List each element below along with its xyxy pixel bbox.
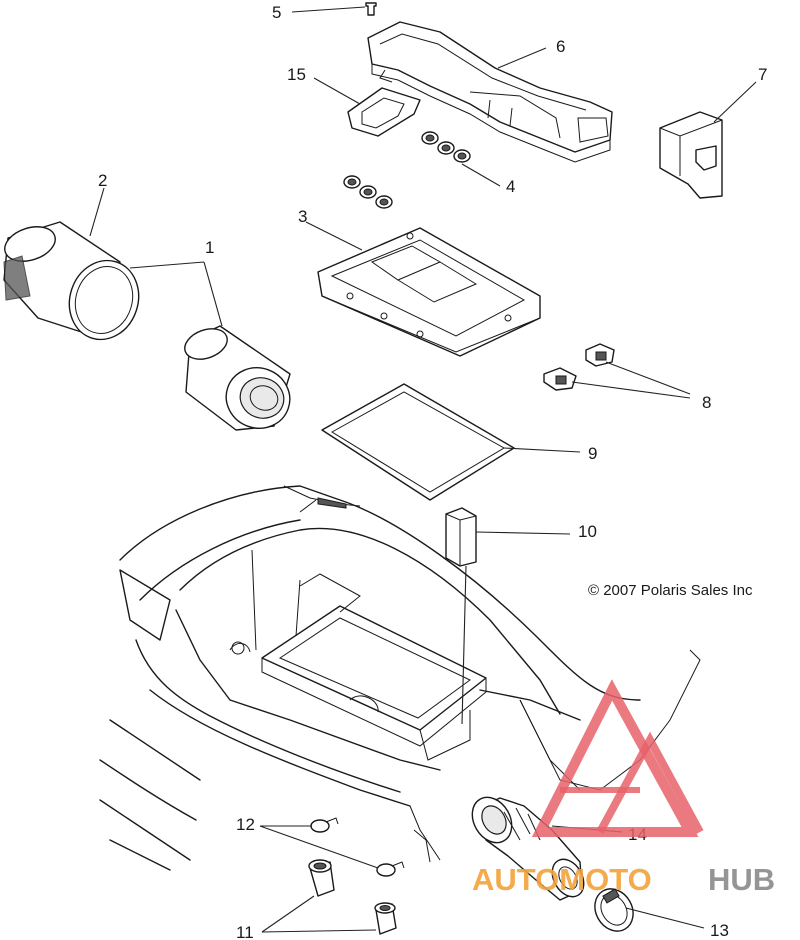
watermark-text-gray: HUB — [708, 862, 775, 897]
part-14-intake-boot — [471, 796, 585, 901]
callout-7: 7 — [758, 65, 767, 84]
callout-15: 15 — [287, 65, 306, 84]
callout-1: 1 — [205, 238, 214, 257]
copyright-text: © 2007 Polaris Sales Inc — [588, 582, 753, 599]
callout-2: 2 — [98, 171, 107, 190]
leader-lines — [89, 6, 757, 933]
part-1-filter-element — [184, 325, 291, 431]
part-13-hose-clamp — [594, 888, 634, 932]
part-12-clamps — [310, 817, 405, 877]
part-10-foam-insert — [445, 507, 477, 567]
part-9-seal-gasket — [321, 383, 515, 501]
watermark-text-orange: AUTOMOTO — [472, 862, 652, 897]
part-3-airbox-lid — [317, 227, 541, 357]
callout-12: 12 — [236, 815, 255, 834]
part-11-sleeves — [308, 859, 397, 935]
part-8-clips — [543, 343, 615, 391]
callout-11: 11 — [236, 923, 254, 940]
callout-3: 3 — [298, 207, 307, 226]
automotohub-watermark-logo: AUTOMOTO HUB — [472, 679, 775, 897]
part-5-screw — [365, 2, 377, 16]
part-15-gasket — [347, 87, 421, 137]
callout-10: 10 — [578, 522, 597, 541]
callout-6: 6 — [556, 37, 565, 56]
airbox-housing-assembly — [99, 485, 701, 871]
callout-9: 9 — [588, 444, 597, 463]
callout-13: 13 — [710, 921, 729, 940]
callout-5: 5 — [272, 3, 281, 22]
callout-8: 8 — [702, 393, 711, 412]
part-7-foam-block — [659, 111, 723, 199]
part-2-outer-filter — [3, 221, 140, 341]
part-4-grommets — [343, 131, 471, 209]
callout-4: 4 — [506, 177, 515, 196]
part-6-air-duct — [367, 21, 613, 163]
